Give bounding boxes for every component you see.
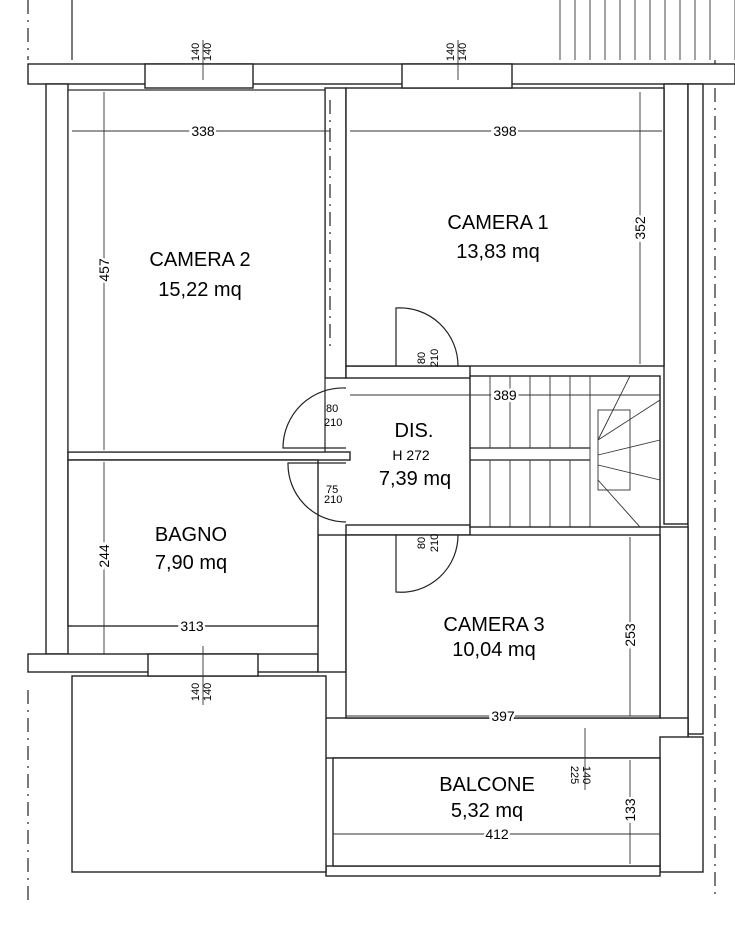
room-name-dis: DIS. (395, 420, 434, 442)
walls (27, 63, 735, 877)
window-balcone-w: 140 (580, 766, 592, 784)
staircase (469, 375, 661, 528)
door-camera1-w: 80 (416, 352, 428, 364)
door-camera2-w: 80 (326, 403, 338, 415)
door-camera3[interactable] (395, 534, 459, 593)
room-name-camera2: CAMERA 2 (149, 249, 250, 271)
room-name-camera1: CAMERA 1 (447, 212, 548, 234)
door-camera3-h: 210 (429, 534, 441, 552)
dim-camera1-height: 352 (632, 216, 648, 240)
room-area-dis: 7,39 mq (379, 468, 451, 490)
room-area-balcone: 5,32 mq (451, 800, 523, 822)
dim-camera2-width: 338 (191, 123, 215, 139)
room-area-bagno: 7,90 mq (155, 552, 227, 574)
window-bagno-w: 140 (190, 683, 202, 701)
room-area-camera1: 13,83 mq (456, 241, 539, 263)
room-area-camera3: 10,04 mq (452, 639, 535, 661)
door-camera2[interactable] (282, 387, 347, 449)
door-bagno-w: 75 (326, 484, 338, 496)
window-camera1-h: 140 (457, 43, 469, 61)
window-camera1 (401, 63, 513, 89)
door-camera2-h: 210 (324, 417, 342, 429)
dim-camera1-width: 398 (493, 123, 517, 139)
room-area-camera2: 15,22 mq (158, 279, 241, 301)
door-bagno-h: 210 (324, 494, 342, 506)
roof-hatching (559, 0, 735, 60)
room-name-balcone: BALCONE (439, 774, 535, 796)
dim-stair-width: 389 (493, 387, 517, 403)
dim-balcone-width: 412 (485, 826, 509, 842)
door-camera3-w: 80 (416, 537, 428, 549)
window-bagno-h: 140 (202, 683, 214, 701)
window-camera1-w: 140 (445, 43, 457, 61)
dim-bagno-height: 244 (96, 544, 112, 568)
dim-balcone-height: 133 (622, 798, 638, 822)
room-ceiling-dis: H 272 (392, 447, 430, 463)
door-camera1[interactable] (395, 307, 459, 367)
window-camera2-h: 140 (202, 43, 214, 61)
door-camera1-h: 210 (429, 349, 441, 367)
dim-camera3-height: 253 (622, 623, 638, 647)
window-camera2-w: 140 (190, 43, 202, 61)
dim-camera2-height: 457 (96, 258, 112, 282)
window-balcone-h: 225 (568, 766, 580, 784)
room-name-bagno: BAGNO (155, 524, 227, 546)
window-camera2 (144, 63, 254, 89)
dim-bagno-width: 313 (180, 618, 204, 634)
room-name-camera3: CAMERA 3 (443, 614, 544, 636)
door-bagno[interactable] (287, 462, 347, 523)
dim-camera3-width: 397 (491, 708, 515, 724)
